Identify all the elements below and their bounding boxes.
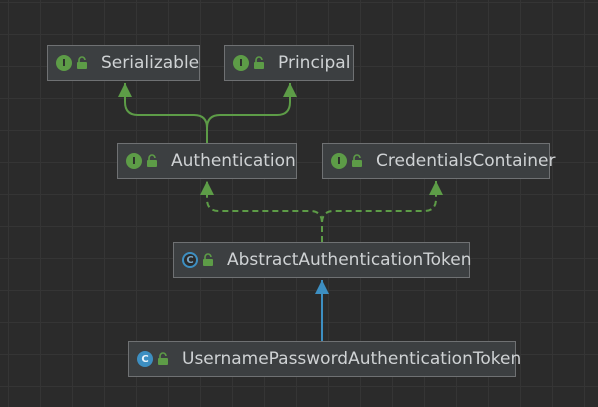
node-username-password-authentication-token[interactable]: C UsernamePasswordAuthenticationToken bbox=[128, 341, 521, 377]
node-label: Serializable bbox=[101, 53, 200, 73]
edge-abstract-token-authentication bbox=[200, 181, 323, 242]
node-label: CredentialsContainer bbox=[376, 151, 556, 171]
node-principal[interactable]: I Principal bbox=[224, 45, 354, 81]
node-serializable[interactable]: I Serializable bbox=[47, 45, 200, 81]
node-authentication[interactable]: I Authentication bbox=[117, 143, 297, 179]
node-label: Authentication bbox=[171, 151, 296, 171]
public-lock-icon bbox=[158, 352, 168, 365]
abstract-class-icon: C bbox=[182, 252, 198, 268]
node-abstract-authentication-token[interactable]: C AbstractAuthenticationToken bbox=[173, 242, 472, 278]
node-label: UsernamePasswordAuthenticationToken bbox=[182, 349, 522, 369]
class-icon: C bbox=[137, 351, 153, 367]
edge-abstract-token-credentials-container bbox=[321, 181, 443, 242]
interface-icon: I bbox=[331, 153, 347, 169]
public-lock-icon bbox=[352, 154, 362, 167]
interface-icon: I bbox=[233, 55, 249, 71]
node-label: Principal bbox=[278, 53, 351, 73]
interface-icon: I bbox=[126, 153, 142, 169]
public-lock-icon bbox=[254, 56, 264, 69]
edge-authentication-serializable bbox=[118, 83, 208, 143]
interface-icon: I bbox=[56, 55, 72, 71]
node-label: AbstractAuthenticationToken bbox=[227, 250, 472, 270]
public-lock-icon bbox=[147, 154, 157, 167]
node-credentials-container[interactable]: I CredentialsContainer bbox=[322, 143, 555, 179]
public-lock-icon bbox=[203, 253, 213, 266]
public-lock-icon bbox=[77, 56, 87, 69]
edge-authentication-principal bbox=[206, 83, 297, 143]
